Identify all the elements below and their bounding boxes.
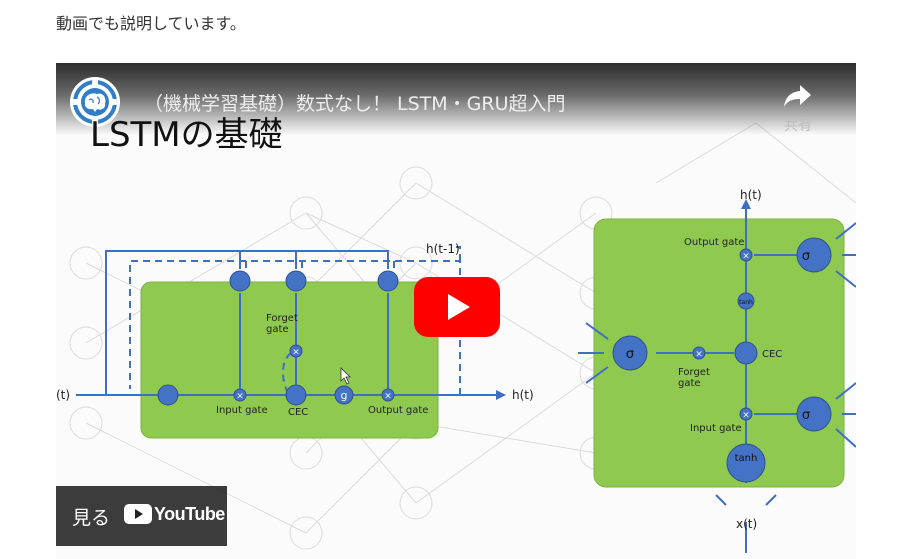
forget-gate-r-label-2: gate [678, 378, 701, 389]
cec-label: CEC [288, 407, 308, 418]
forget-gate-label-1: Forget [266, 313, 298, 324]
mult-r-forget: × [695, 350, 703, 360]
sigma-forget: σ [626, 347, 634, 362]
tanh-output: tanh [739, 299, 753, 306]
watch-label: 見る [72, 507, 111, 529]
share-button[interactable]: 共有 [772, 81, 824, 137]
output-gate-r-label: Output gate [684, 237, 744, 248]
intro-text: 動画でも説明しています。 [56, 14, 246, 33]
watch-on-youtube-button[interactable]: 見る YouTube [56, 486, 227, 546]
share-label: 共有 [784, 118, 812, 134]
lstm-left-diagram: × × × g h(t-1) (t) h(t) Forget gate Inpu… [56, 242, 534, 439]
sigma-input: σ [802, 408, 810, 423]
video-player[interactable]: × × × g h(t-1) (t) h(t) Forget gate Inpu… [56, 63, 856, 559]
input-label: (t) [56, 388, 70, 402]
channel-avatar[interactable] [70, 77, 120, 127]
h-prev-label: h(t-1) [426, 242, 460, 256]
input-gate-r-label: Input gate [690, 423, 742, 434]
brain-gear-icon [73, 80, 117, 124]
h-top-label: h(t) [740, 188, 762, 202]
play-button[interactable] [414, 277, 500, 337]
mouse-cursor-icon [340, 367, 351, 385]
video-title[interactable]: （機械学習基礎）数式なし！ LSTM・GRU超入門 [144, 93, 566, 115]
cec-r-label: CEC [762, 349, 782, 360]
lstm-right-diagram: σ σ σ tanh tanh × × × h(t) Output gate C… [578, 188, 856, 553]
mult-r-output: × [742, 252, 750, 262]
x-bottom-label: x(t) [736, 517, 757, 531]
share-icon [784, 85, 811, 107]
mult-r-input: × [742, 411, 750, 421]
video-top-bar [56, 63, 856, 135]
slide-title: LSTMの基礎 [90, 115, 283, 155]
youtube-logo-icon [124, 504, 152, 524]
youtube-play-icon [414, 277, 500, 337]
mult-output: × [384, 392, 392, 402]
mult-input: × [236, 392, 244, 402]
video-thumbnail: × × × g h(t-1) (t) h(t) Forget gate Inpu… [56, 63, 856, 559]
forget-gate-label-2: gate [266, 324, 289, 335]
forget-gate-r-label-1: Forget [678, 367, 710, 378]
mult-forget: × [292, 348, 300, 358]
input-gate-label: Input gate [216, 405, 268, 416]
tanh-input: tanh [735, 453, 758, 464]
sigma-output: σ [802, 249, 810, 264]
output-label: h(t) [512, 388, 534, 402]
g-label: g [341, 389, 348, 402]
youtube-wordmark: YouTube [154, 504, 225, 524]
output-gate-label: Output gate [368, 405, 428, 416]
